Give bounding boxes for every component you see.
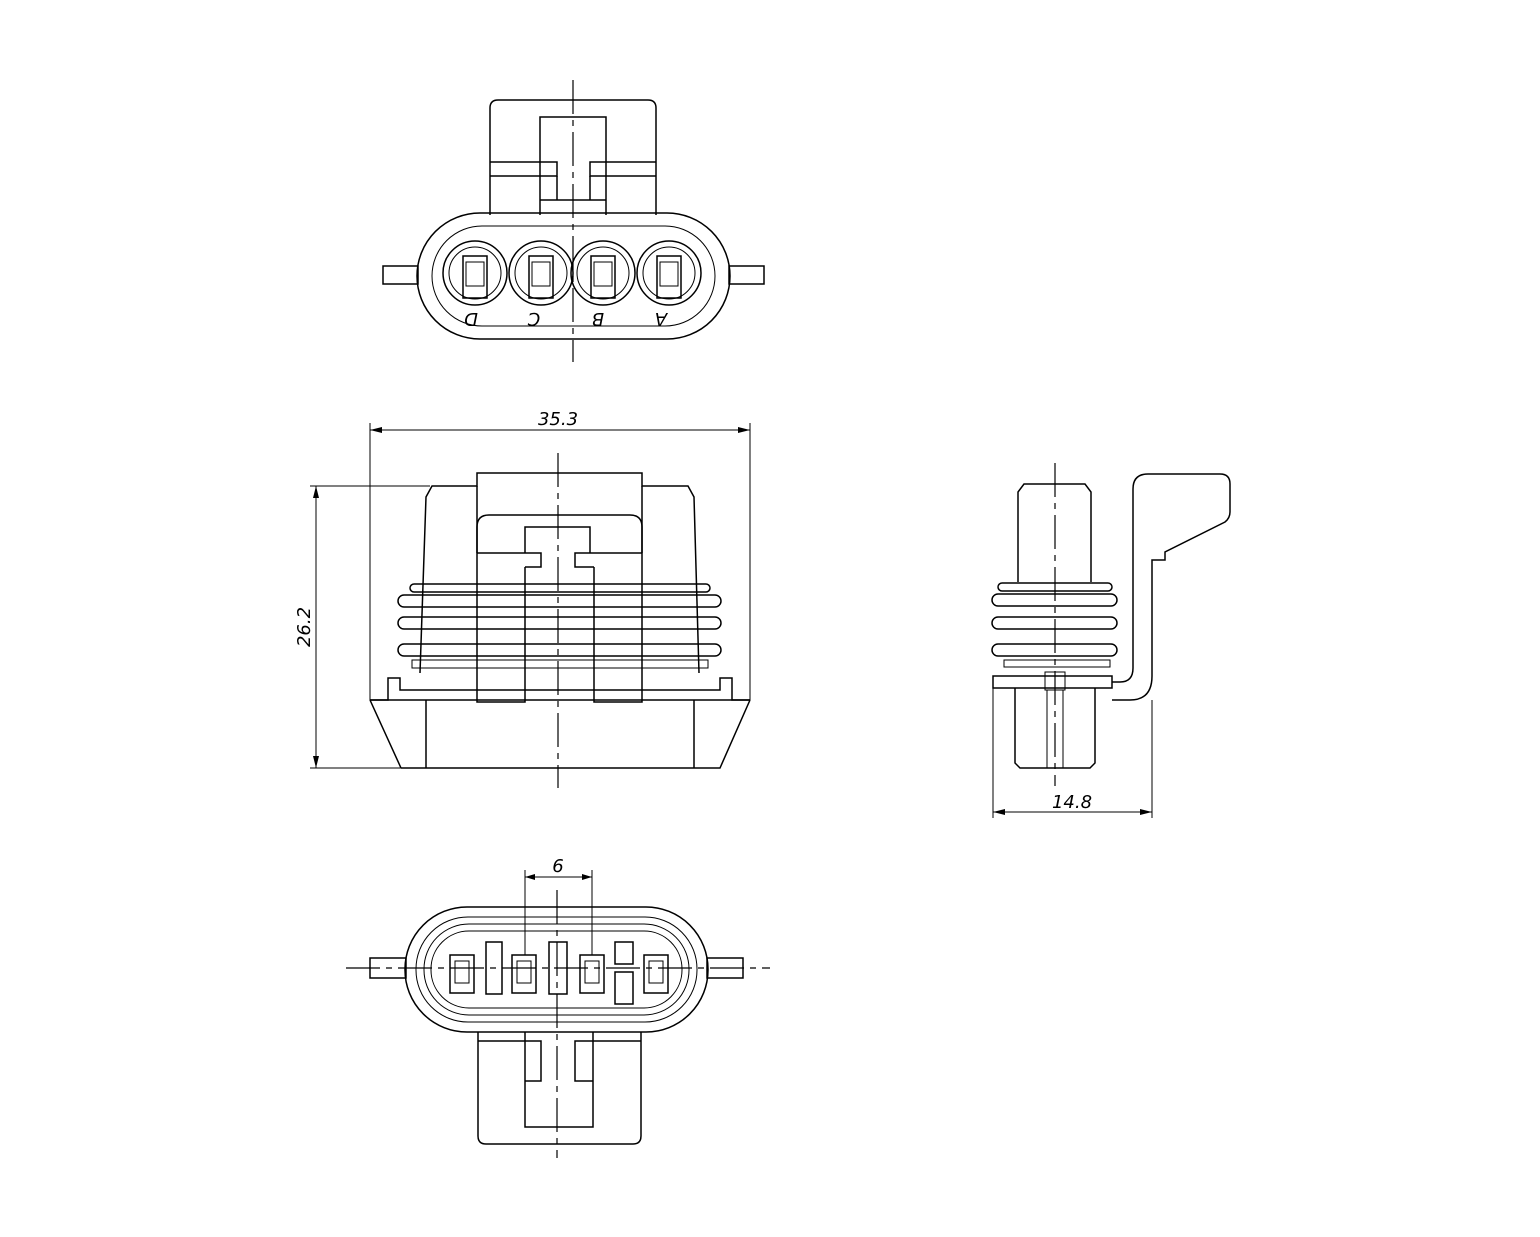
front-latch-leg-right — [593, 553, 643, 703]
dim-width: 35.3 — [369, 409, 751, 700]
pin-cavity-a — [636, 240, 702, 306]
pin-cavity-c — [508, 240, 574, 306]
top-latch-slot-left — [490, 161, 558, 177]
front-latch-slot-right — [574, 552, 642, 568]
top-latch-slot-right — [589, 161, 656, 177]
side-flange — [992, 675, 1113, 689]
side-seal-base — [1003, 659, 1111, 668]
bottom-terminal-1 — [449, 954, 475, 994]
bottom-view: 6 — [346, 856, 770, 1158]
top-latch-tongue — [539, 116, 607, 215]
dim-depth-label: 14.8 — [1052, 792, 1092, 813]
bottom-latch-tongue — [524, 1032, 594, 1128]
dim-pitch: 6 — [524, 856, 593, 955]
front-seal-base — [411, 659, 709, 669]
bottom-latch-slot-right — [574, 1040, 641, 1082]
front-latch-arch — [476, 514, 643, 553]
front-seal-ring-4 — [397, 643, 722, 657]
front-latch-slot-left — [477, 552, 542, 568]
bottom-terminal-3 — [579, 954, 605, 994]
front-upper-housing — [419, 472, 700, 674]
top-tab-left — [382, 265, 419, 285]
bottom-latch-housing — [477, 1032, 642, 1145]
dim-width-label: 35.3 — [538, 409, 578, 430]
front-latch-leg-left — [476, 553, 526, 703]
front-seal-ring-2 — [397, 594, 722, 608]
top-view: D C B A — [382, 80, 765, 362]
pin-cavity-b — [570, 240, 636, 306]
pin-label-a: A — [655, 308, 668, 329]
pin-label-d: D — [464, 308, 478, 329]
front-seal-ring-1 — [409, 583, 711, 593]
bottom-key-lower — [614, 971, 634, 1005]
bottom-terminal-2 — [511, 954, 537, 994]
pin-label-c: C — [527, 308, 540, 329]
bottom-latch-slot-left — [478, 1040, 542, 1082]
front-lower-body — [369, 699, 751, 769]
front-flange — [370, 677, 750, 701]
side-view: 14.8 — [991, 463, 1231, 818]
pin-label-b: B — [592, 308, 604, 329]
bottom-key-upper — [614, 941, 634, 965]
dim-height: 26.2 — [294, 485, 430, 769]
dim-depth: 14.8 — [992, 688, 1153, 818]
top-tab-right — [728, 265, 765, 285]
front-view: 35.3 26.2 — [294, 409, 751, 788]
front-seal-ring-3 — [397, 616, 722, 630]
pin-cavity-d — [442, 240, 508, 306]
dim-pitch-label: 6 — [552, 856, 563, 877]
dim-height-label: 26.2 — [294, 607, 315, 647]
bottom-terminal-4 — [643, 954, 669, 994]
side-latch-arm — [1112, 473, 1231, 701]
